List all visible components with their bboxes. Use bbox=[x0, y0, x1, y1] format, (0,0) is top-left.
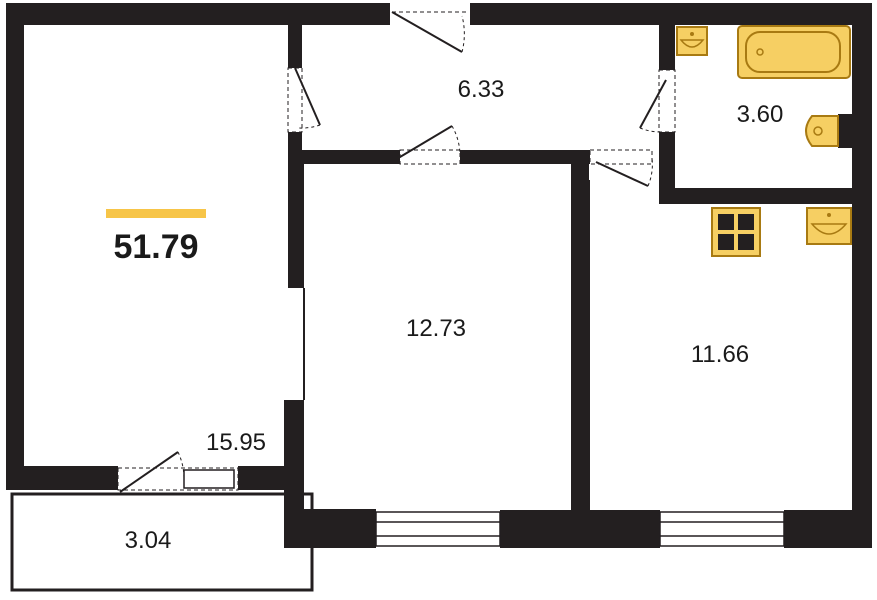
thin-walls bbox=[303, 180, 590, 511]
living-room-area: 15.95 bbox=[206, 429, 266, 456]
balcony-outline bbox=[10, 492, 314, 592]
bathtub-icon bbox=[737, 25, 851, 79]
kitchen-area: 11.66 bbox=[691, 341, 749, 368]
total-area-accent-bar bbox=[106, 209, 206, 218]
bedroom-area: 12.73 bbox=[406, 315, 466, 342]
walls bbox=[6, 3, 872, 548]
hall-area: 6.33 bbox=[458, 76, 505, 103]
stove-icon bbox=[711, 207, 761, 257]
sink-icon bbox=[676, 26, 708, 56]
window-icon bbox=[375, 511, 785, 547]
toilet-icon bbox=[805, 114, 854, 148]
total-area-label: 51.79 bbox=[113, 228, 198, 266]
bathroom-area: 3.60 bbox=[737, 101, 784, 128]
door-icon bbox=[117, 11, 676, 493]
sink-icon bbox=[806, 207, 852, 245]
balcony-area: 3.04 bbox=[125, 527, 172, 554]
